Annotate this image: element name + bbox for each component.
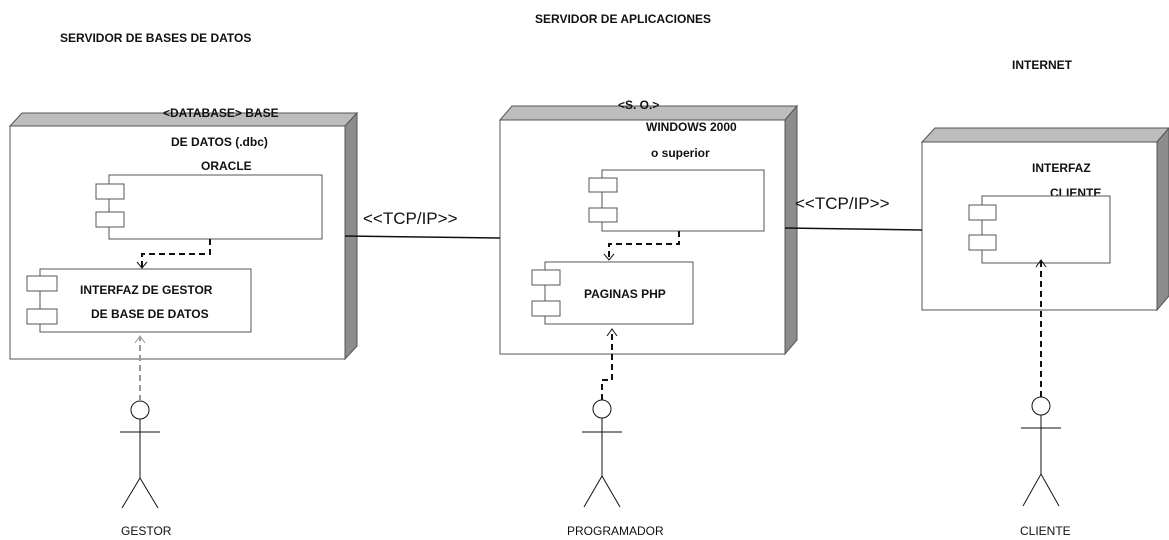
app-server-heading: SERVIDOR DE APLICACIONES <box>535 12 711 26</box>
client-label-line1: INTERFAZ <box>1032 161 1091 175</box>
app-dependency-arrow <box>603 231 680 261</box>
db-app-link-line[interactable] <box>344 235 501 239</box>
cliente-actor-icon[interactable] <box>1021 396 1061 507</box>
db-stereotype-line2: DE DATOS (.dbc) <box>171 135 268 149</box>
db-component-label-line1: INTERFAZ DE GESTOR <box>80 283 213 297</box>
programador-dependency-arrow <box>601 328 618 400</box>
db-component-label-line2: DE BASE DE DATOS <box>91 307 209 321</box>
php-pages-label: PAGINAS PHP <box>584 287 666 301</box>
app-client-link-label: <<TCP/IP>> <box>795 194 890 213</box>
db-dependency-arrow <box>136 239 211 269</box>
programador-actor-icon[interactable] <box>582 399 622 508</box>
programador-label: PROGRAMADOR <box>567 524 664 538</box>
db-server-heading: SERVIDOR DE BASES DE DATOS <box>60 31 251 45</box>
app-os-line2: o superior <box>651 146 710 160</box>
app-os-line1: WINDOWS 2000 <box>646 120 737 134</box>
gestor-dependency-arrow <box>134 335 146 401</box>
gestor-actor-icon[interactable] <box>120 400 160 509</box>
db-stereotype-line1: <DATABASE> BASE <box>163 106 279 120</box>
cliente-dependency-arrow <box>1035 259 1047 397</box>
php-pages-component[interactable] <box>531 261 694 325</box>
app-os-component[interactable] <box>588 169 765 232</box>
client-interface-component[interactable] <box>968 195 1111 264</box>
db-name-label: ORACLE <box>201 159 252 173</box>
client-node[interactable] <box>920 127 1169 312</box>
app-stereotype: <S. O.> <box>618 98 659 112</box>
cliente-label: CLIENTE <box>1020 524 1071 538</box>
app-client-link-line[interactable] <box>784 227 923 231</box>
oracle-component[interactable] <box>95 174 323 240</box>
gestor-label: GESTOR <box>121 524 172 538</box>
internet-heading: INTERNET <box>1012 58 1073 72</box>
db-app-link-label: <<TCP/IP>> <box>363 209 458 228</box>
db-manager-interface-component[interactable] <box>26 268 252 333</box>
